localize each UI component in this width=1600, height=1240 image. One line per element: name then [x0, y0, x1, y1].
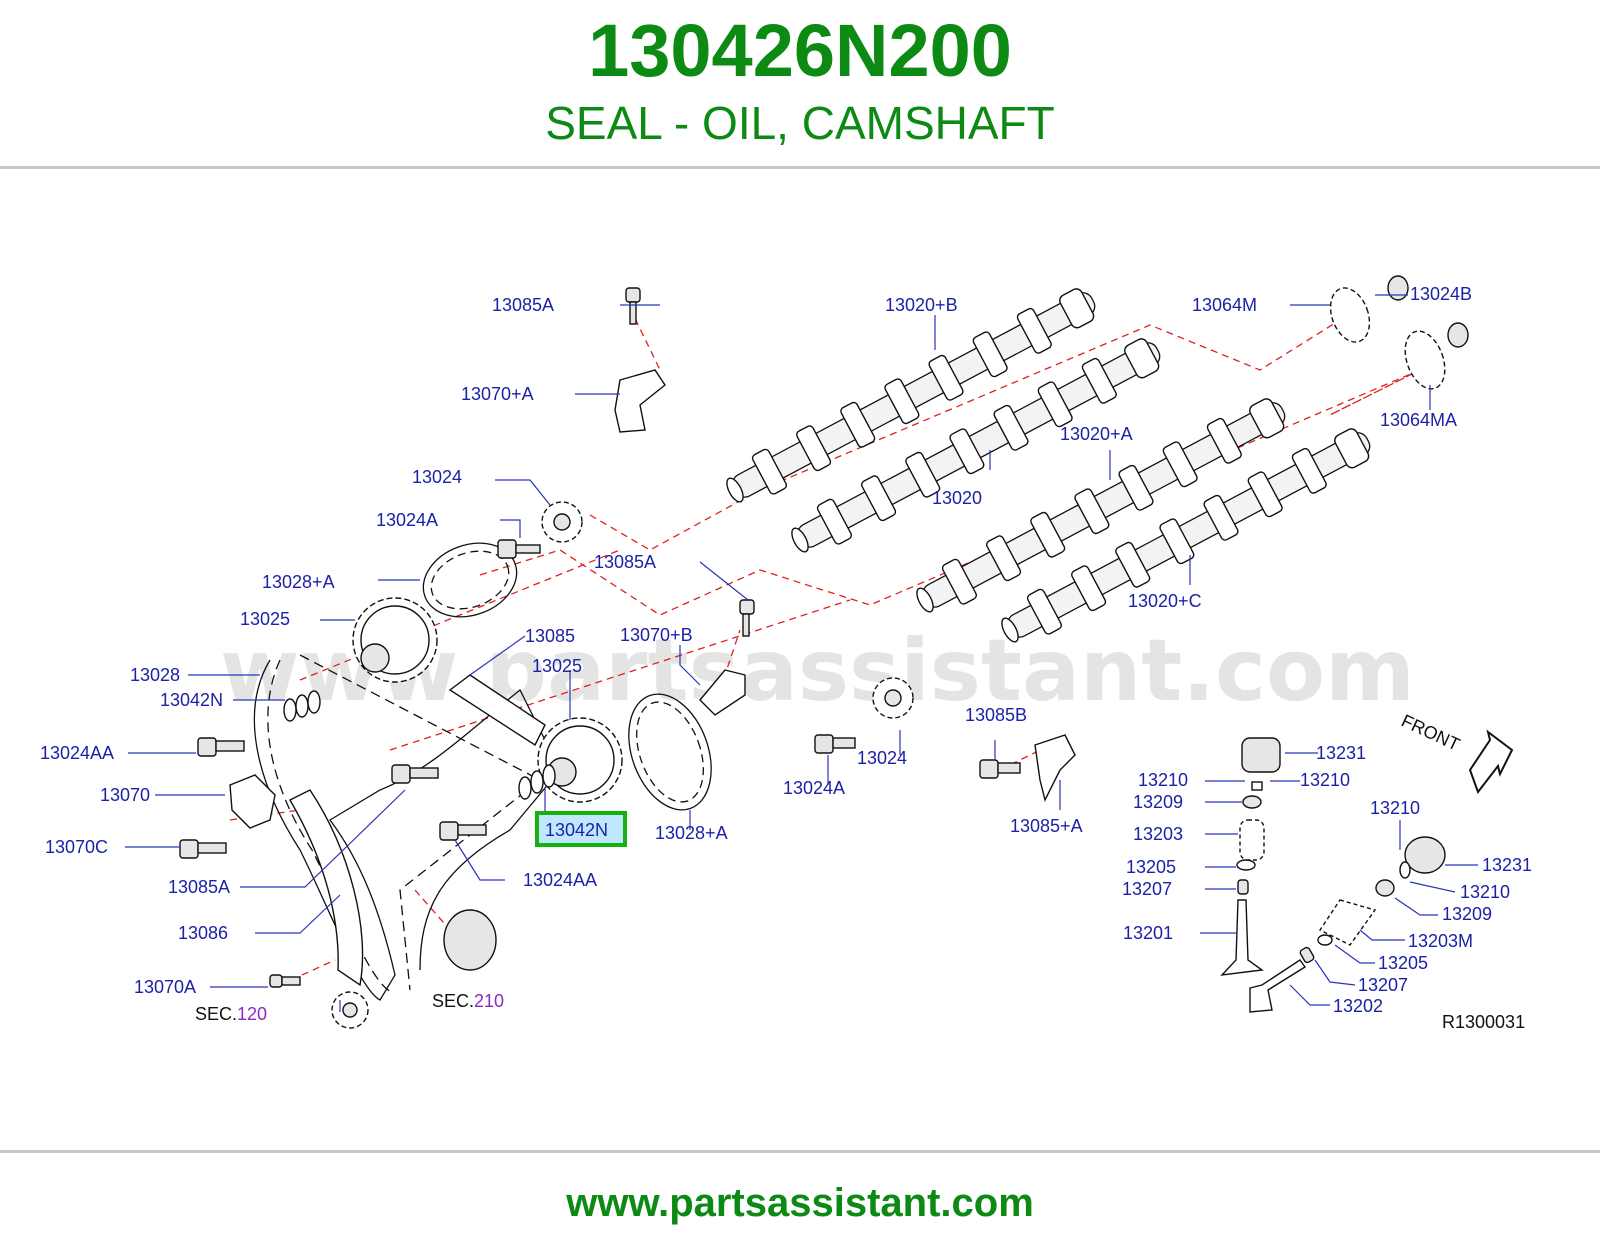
- callout-13201[interactable]: 13201: [1123, 923, 1173, 943]
- bracket-13085pA: [1034, 734, 1076, 803]
- callout-13070C[interactable]: 13070C: [45, 837, 108, 857]
- sprocket-13064M: [1329, 275, 1409, 343]
- valve-train-upright: [1220, 737, 1281, 976]
- callout-13042N-highlighted[interactable]: 13042N: [545, 820, 608, 840]
- callout-13064MA[interactable]: 13064MA: [1380, 410, 1457, 430]
- reference-code: R1300031: [1442, 1012, 1525, 1032]
- timing-chain-13028pA-low: [628, 693, 712, 811]
- callout-13207[interactable]: 13207: [1358, 975, 1408, 995]
- callout-13085A[interactable]: 13085A: [492, 295, 554, 315]
- callout-13085A[interactable]: 13085A: [594, 552, 656, 572]
- callout-13064M[interactable]: 13064M: [1192, 295, 1257, 315]
- callout-13085pA[interactable]: 13085+A: [1010, 816, 1083, 836]
- camshaft-13020: [791, 338, 1161, 553]
- callout-13020pB[interactable]: 13020+B: [885, 295, 958, 315]
- chain-guide-13085: [448, 674, 546, 747]
- front-label: FRONT: [1398, 710, 1463, 754]
- callout-13024[interactable]: 13024: [412, 467, 462, 487]
- callout-13020pA[interactable]: 13020+A: [1060, 424, 1133, 444]
- camshaft-13020pB: [726, 288, 1096, 503]
- sprocket-13064MA: [1404, 322, 1469, 390]
- camshaft-13020pC: [1001, 428, 1371, 643]
- callout-13203M[interactable]: 13203M: [1408, 931, 1473, 951]
- sprocket-13024-top: [541, 501, 583, 543]
- assembly-dash-lines: [229, 307, 1421, 986]
- leader-lines: [125, 294, 1478, 1012]
- callout-13070[interactable]: 13070: [100, 785, 150, 805]
- callout-13085[interactable]: 13085: [525, 626, 575, 646]
- callout-13210[interactable]: 13210: [1300, 770, 1350, 790]
- front-arrow-icon: [1468, 729, 1514, 795]
- sprocket-13024-low: [872, 677, 914, 719]
- callout-13028pA[interactable]: 13028+A: [655, 823, 728, 843]
- callout-13020pC[interactable]: 13020+C: [1128, 591, 1202, 611]
- callout-13210[interactable]: 13210: [1460, 882, 1510, 902]
- part-number-title: 130426N200: [588, 9, 1012, 92]
- valve-train-angled: [1249, 836, 1446, 1013]
- callout-13210[interactable]: 13210: [1138, 770, 1188, 790]
- callout-13085B[interactable]: 13085B: [965, 705, 1027, 725]
- sprocket-sec120: [331, 991, 369, 1029]
- header-divider: [0, 166, 1600, 169]
- callout-13025[interactable]: 13025: [532, 656, 582, 676]
- sprocket-13025-mid: [537, 717, 623, 803]
- footer-divider: [0, 1150, 1600, 1153]
- callout-13024[interactable]: 13024: [857, 748, 907, 768]
- callout-13203[interactable]: 13203: [1133, 824, 1183, 844]
- callout-13042N[interactable]: 13042N: [160, 690, 223, 710]
- callout-13205[interactable]: 13205: [1378, 953, 1428, 973]
- oil-seal-13042N-left: [283, 690, 321, 722]
- callout-13086[interactable]: 13086: [178, 923, 228, 943]
- callout-13209[interactable]: 13209: [1133, 792, 1183, 812]
- callout-13024AA[interactable]: 13024AA: [523, 870, 597, 890]
- callout-13070A[interactable]: 13070A: [134, 977, 196, 997]
- callout-13070pB[interactable]: 13070+B: [620, 625, 693, 645]
- callout-13024A[interactable]: 13024A: [376, 510, 438, 530]
- callout-labels: 13085A 13070+A 13020+B 13064M 13024B 130…: [40, 284, 1532, 1032]
- bolts: [179, 287, 1021, 988]
- tensioner-13070pB: [699, 669, 746, 716]
- chain-guide-13086: [289, 789, 364, 987]
- callout-13085A[interactable]: 13085A: [168, 877, 230, 897]
- callout-13207[interactable]: 13207: [1122, 879, 1172, 899]
- tensioner-13070pA: [614, 369, 666, 433]
- tensioner-13070: [229, 774, 276, 829]
- callout-13020[interactable]: 13020: [932, 488, 982, 508]
- callout-13024B[interactable]: 13024B: [1410, 284, 1472, 304]
- callout-13024A[interactable]: 13024A: [783, 778, 845, 798]
- callout-13205[interactable]: 13205: [1126, 857, 1176, 877]
- callout-13025[interactable]: 13025: [240, 609, 290, 629]
- callout-13070pA[interactable]: 13070+A: [461, 384, 534, 404]
- callout-13231[interactable]: 13231: [1482, 855, 1532, 875]
- callout-13024AA[interactable]: 13024AA: [40, 743, 114, 763]
- callout-13028pA[interactable]: 13028+A: [262, 572, 335, 592]
- sprocket-13025-left: [352, 597, 438, 683]
- part-name-subtitle: SEAL - OIL, CAMSHAFT: [545, 97, 1055, 149]
- callout-13028[interactable]: 13028: [130, 665, 180, 685]
- callout-13210[interactable]: 13210: [1370, 798, 1420, 818]
- sec-210-ref[interactable]: SEC.210: [432, 991, 504, 1011]
- timing-chain-13028pA-top: [422, 542, 518, 618]
- oil-seal-13042N-mid: [518, 764, 556, 800]
- callout-13209[interactable]: 13209: [1442, 904, 1492, 924]
- tensioner-sec210: [443, 909, 497, 971]
- highlighted-callout-box[interactable]: [535, 811, 627, 847]
- sec-120-ref[interactable]: SEC.120: [195, 1004, 267, 1024]
- callout-13231[interactable]: 13231: [1316, 743, 1366, 763]
- footer-url[interactable]: www.partsassistant.com: [566, 1181, 1034, 1225]
- camshaft-13020pA: [916, 398, 1286, 613]
- callout-13202[interactable]: 13202: [1333, 996, 1383, 1016]
- parts-diagram: www.partsassistant.com: [40, 275, 1532, 1032]
